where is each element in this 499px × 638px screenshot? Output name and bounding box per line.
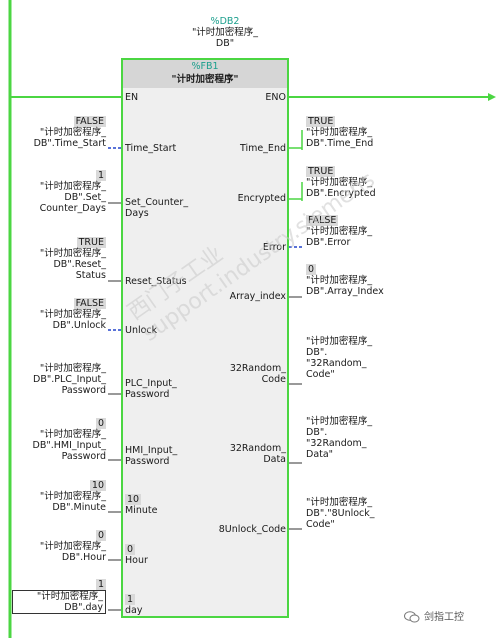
pin-error[interactable]: Error	[262, 242, 286, 253]
pin-random32-code[interactable]: 32Random_ Code	[229, 363, 286, 385]
pin-plc-input-password[interactable]: PLC_Input_ Password	[125, 378, 177, 400]
reset-status-value: TRUE	[76, 237, 106, 248]
pin-encrypted[interactable]: Encrypted	[237, 193, 286, 204]
set-counter-days-value: 1	[95, 170, 106, 181]
operand-random32-code[interactable]: "计时加密程序_ DB". "32Random_ Code"	[306, 336, 373, 380]
error-value: FALSE	[306, 215, 339, 226]
pin-set-counter-days[interactable]: Set_Counter_ Days	[125, 197, 189, 219]
instance-db-name-line2: DB"	[215, 38, 235, 49]
block-address: %FB1	[191, 61, 219, 72]
time-start-value: FALSE	[73, 116, 106, 127]
pin-en[interactable]: EN	[125, 92, 139, 103]
operand-hour[interactable]: 0 "计时加密程序_ DB".Hour	[39, 530, 106, 563]
pin-eno[interactable]: ENO	[265, 92, 286, 103]
operand-unlock[interactable]: FALSE "计时加密程序_ DB".Unlock	[39, 298, 106, 331]
operand-time-end[interactable]: TRUE "计时加密程序_ DB".Time_End	[306, 116, 374, 149]
hour-pin-value: 0	[125, 544, 136, 555]
instance-db-address: %DB2	[210, 16, 240, 27]
eno-arrow-icon	[488, 93, 496, 101]
operand-set-counter-days[interactable]: 1 "计时加密程序_ DB".Set_ Counter_Days	[39, 170, 106, 214]
pin-reset-status[interactable]: Reset_Status	[125, 276, 187, 287]
operand-array-index[interactable]: 0 "计时加密程序_ DB".Array_Index	[306, 264, 384, 297]
pin-random32-data[interactable]: 32Random_ Data	[229, 443, 286, 465]
hmi-input-password-value: 0	[95, 418, 106, 429]
operand-encrypted[interactable]: TRUE "计时加密程序_ DB".Encrypted	[306, 166, 376, 199]
block-name: "计时加密程序"	[171, 74, 239, 85]
operand-hmi-input-password[interactable]: 0 "计时加密程序_ DB".HMI_Input_ Password	[32, 418, 106, 462]
day-pin-value: 1	[125, 594, 136, 605]
hour-value: 0	[95, 530, 106, 541]
logo-text: 剑指工控	[424, 612, 464, 623]
wechat-logo: 剑指工控	[404, 608, 464, 623]
minute-pin-value: 10	[125, 494, 142, 505]
instance-db-name-line1: "计时加密程序_	[191, 27, 259, 38]
array-index-value: 0	[306, 264, 317, 275]
unlock-value: FALSE	[73, 298, 106, 309]
operand-time-start[interactable]: FALSE "计时加密程序_ DB".Time_Start	[33, 116, 106, 149]
operand-random32-data[interactable]: "计时加密程序_ DB". "32Random_ Data"	[306, 416, 373, 460]
day-value: 1	[95, 579, 106, 590]
operand-minute[interactable]: 10 "计时加密程序_ DB".Minute	[39, 480, 106, 513]
function-block[interactable]	[121, 58, 289, 618]
time-end-value: TRUE	[306, 116, 336, 127]
operand-plc-input-password[interactable]: "计时加密程序_ DB".PLC_Input_ Password	[33, 363, 106, 396]
pin-minute[interactable]: 10 Minute	[125, 494, 158, 516]
wechat-icon	[404, 611, 420, 623]
pin-time-start[interactable]: Time_Start	[125, 143, 177, 154]
operand-reset-status[interactable]: TRUE "计时加密程序_ DB".Reset_ Status	[39, 237, 106, 281]
operand-error[interactable]: FALSE "计时加密程序_ DB".Error	[306, 215, 373, 248]
operand-day[interactable]: 1 "计时加密程序_ DB".day	[12, 579, 106, 614]
pin-array-index[interactable]: Array_index	[229, 291, 286, 302]
pin-day[interactable]: 1 day	[125, 594, 143, 616]
pin-unlock8-code[interactable]: 8Unlock_Code	[218, 524, 286, 535]
operand-unlock8-code[interactable]: "计时加密程序_ DB"."8Unlock_ Code"	[306, 497, 375, 530]
minute-value: 10	[89, 480, 106, 491]
pin-unlock[interactable]: Unlock	[125, 325, 158, 336]
instance-db-label[interactable]: %DB2 "计时加密程序_ DB"	[150, 16, 300, 49]
encrypted-value: TRUE	[306, 166, 336, 177]
function-block-header[interactable]: %FB1 "计时加密程序"	[123, 60, 287, 88]
pin-hour[interactable]: 0 Hour	[125, 544, 148, 566]
pin-hmi-input-password[interactable]: HMI_Input_ Password	[125, 445, 178, 467]
pin-time-end[interactable]: Time_End	[239, 143, 286, 154]
